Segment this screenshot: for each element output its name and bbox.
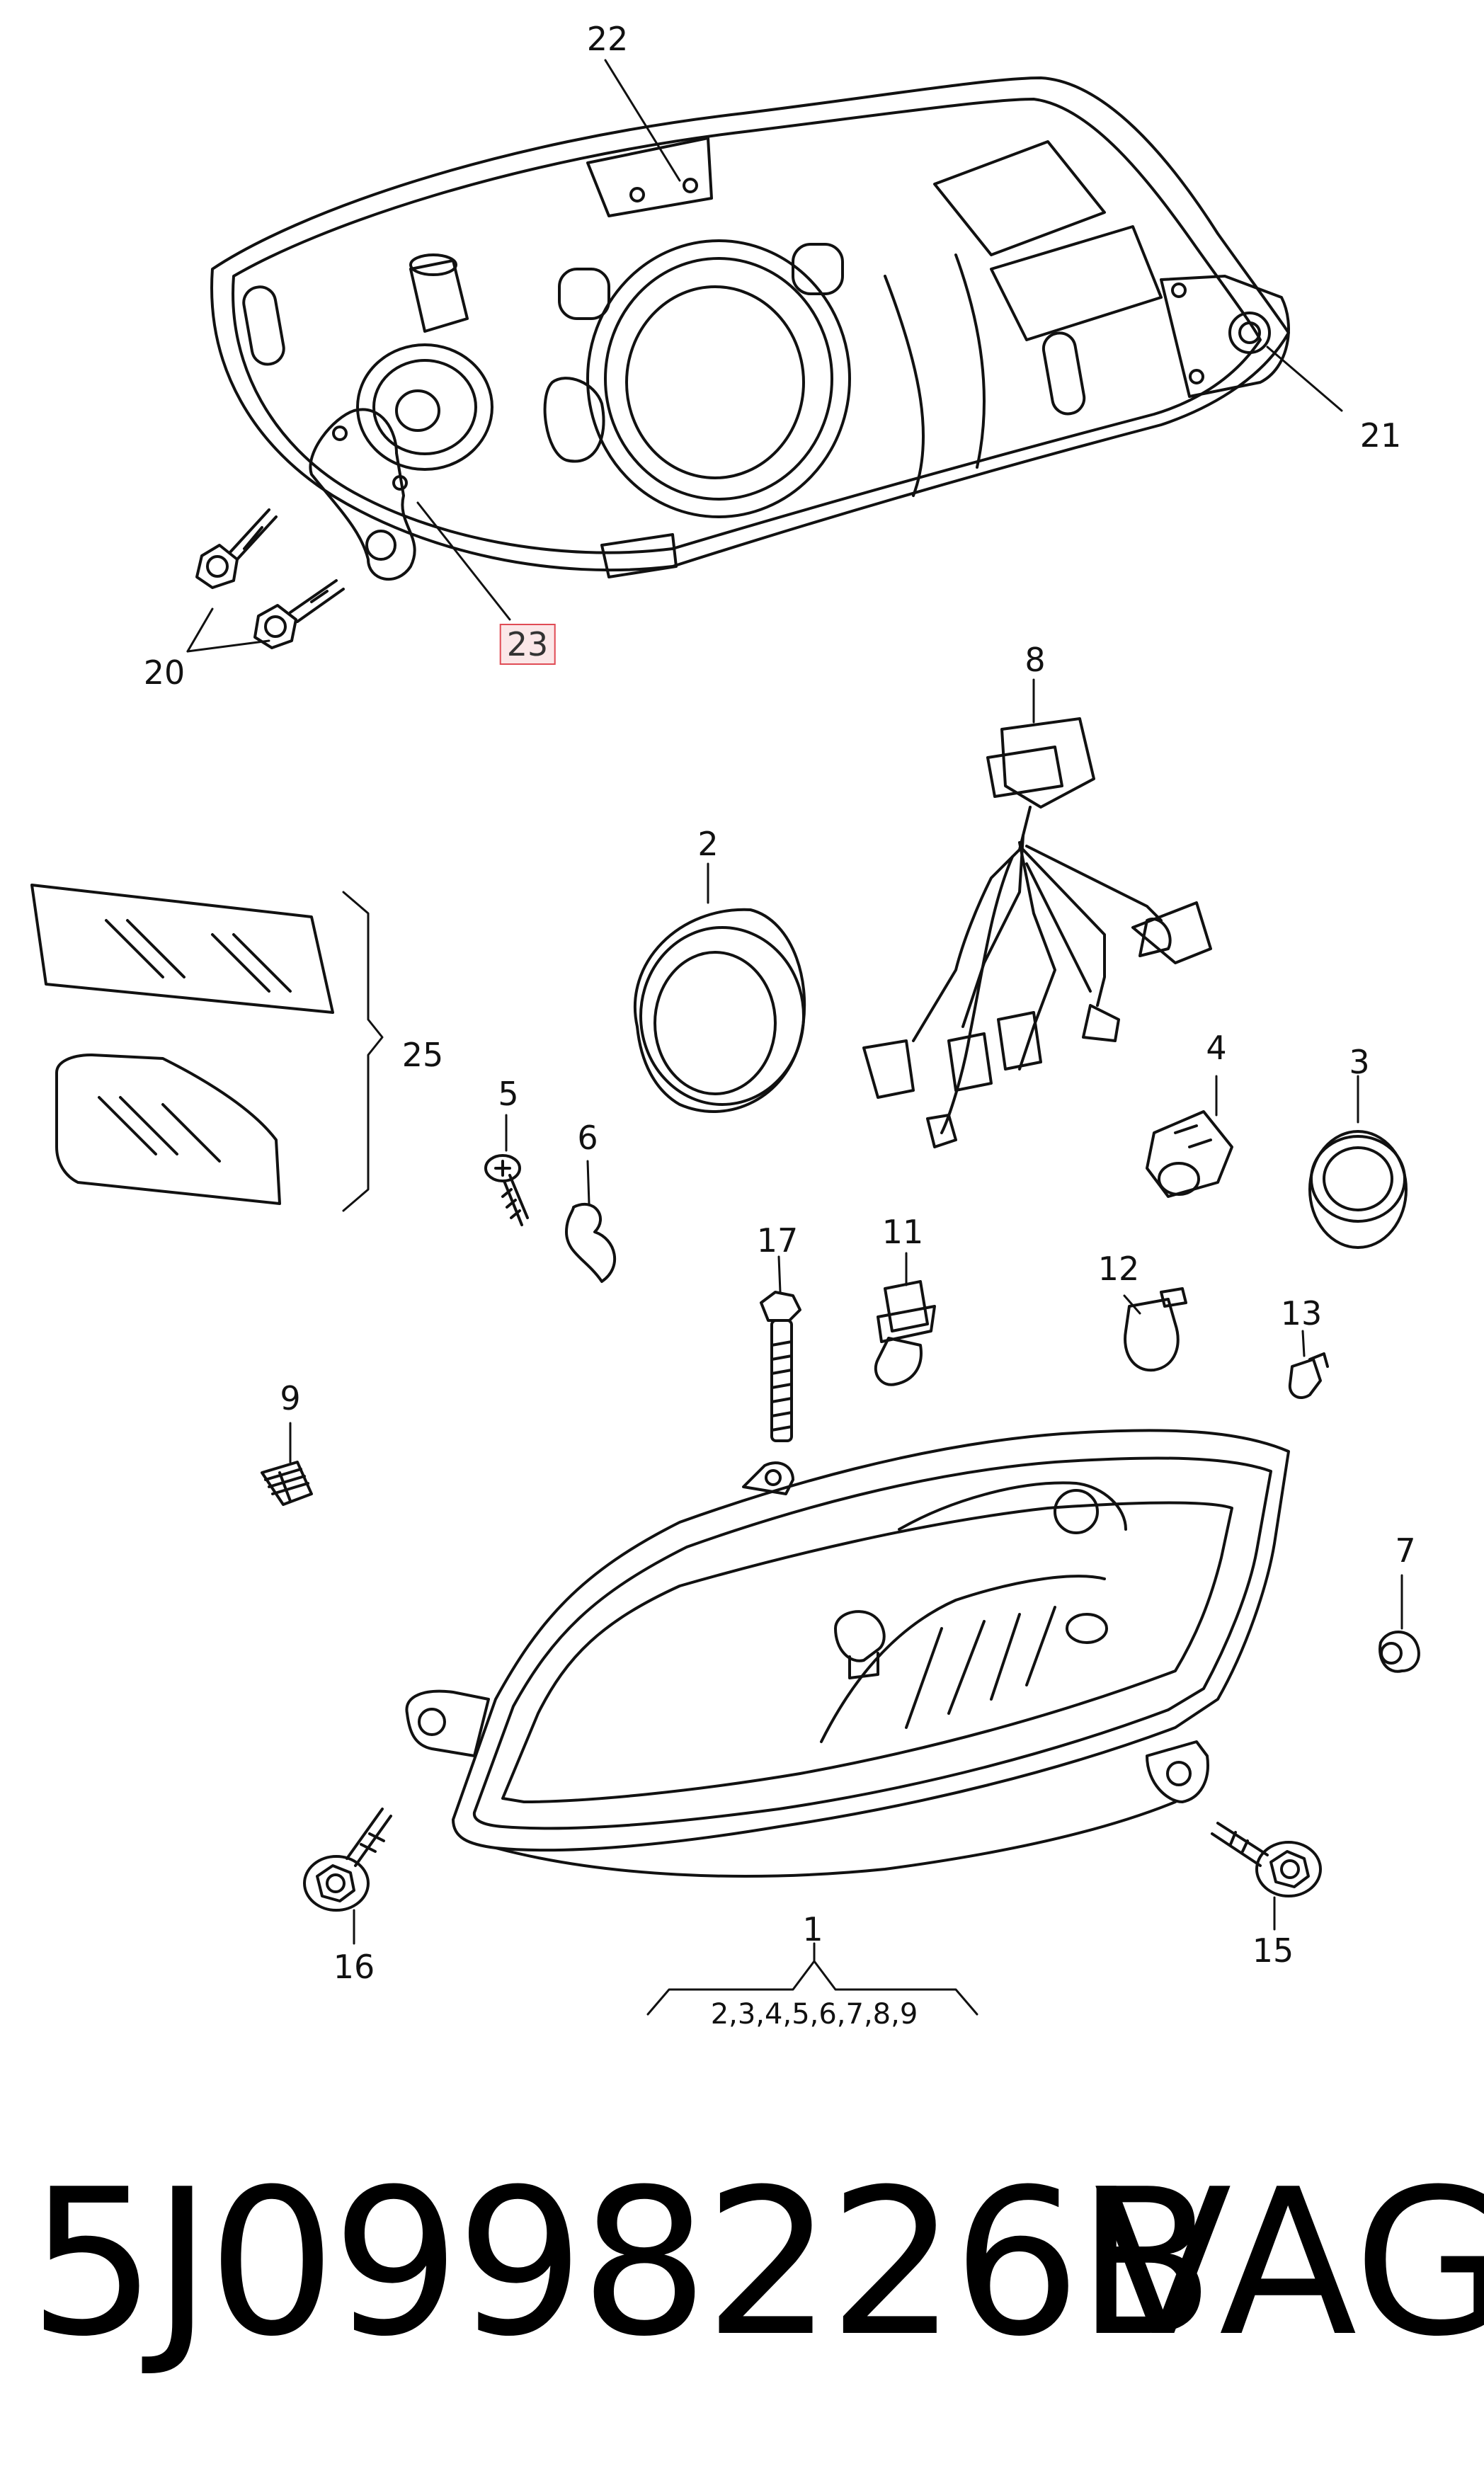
screws-20 bbox=[195, 508, 345, 649]
callout-25: 25 bbox=[401, 1036, 444, 1074]
callout-1: 1 bbox=[802, 1910, 823, 1948]
callout-3: 3 bbox=[1349, 1043, 1370, 1081]
cover-cap-3 bbox=[1308, 1075, 1408, 1249]
clip-6 bbox=[565, 1160, 616, 1283]
seal-ring-2 bbox=[633, 862, 806, 1113]
bulb-12 bbox=[1123, 1287, 1187, 1372]
callout-17: 17 bbox=[756, 1221, 799, 1260]
callout-11: 11 bbox=[881, 1213, 924, 1251]
callout-12: 12 bbox=[1097, 1250, 1140, 1288]
screw-5 bbox=[484, 1114, 529, 1226]
headlight-assembly-1 bbox=[405, 1429, 1290, 1878]
callout-22: 22 bbox=[586, 20, 629, 58]
bulb-socket-4 bbox=[1146, 1075, 1233, 1198]
screw-15 bbox=[1211, 1822, 1322, 1931]
headlight-rear-housing bbox=[210, 76, 1290, 581]
adjuster-9 bbox=[261, 1422, 313, 1506]
wire-harness-8 bbox=[862, 678, 1212, 1148]
callout-2: 2 bbox=[697, 825, 719, 863]
callout-23-highlighted[interactable]: 23 bbox=[499, 624, 556, 665]
bolt-17 bbox=[760, 1255, 801, 1442]
callout-7: 7 bbox=[1395, 1531, 1416, 1570]
callout-5: 5 bbox=[498, 1075, 519, 1113]
callout-13: 13 bbox=[1280, 1294, 1323, 1332]
part-number: 5J0998226B bbox=[28, 2146, 1215, 2381]
bulb-13 bbox=[1288, 1330, 1329, 1399]
callout-1-includes: 2,3,4,5,6,7,8,9 bbox=[710, 1998, 918, 2031]
callout-6: 6 bbox=[577, 1119, 598, 1157]
callout-15: 15 bbox=[1252, 1931, 1294, 1970]
group-bracket-1 bbox=[646, 1942, 978, 2016]
callout-4: 4 bbox=[1206, 1029, 1227, 1067]
callout-9: 9 bbox=[280, 1379, 301, 1417]
bulb-11 bbox=[874, 1252, 936, 1386]
screw-16 bbox=[303, 1808, 392, 1945]
brand-name: VAG bbox=[1094, 2146, 1484, 2381]
clip-7 bbox=[1379, 1574, 1420, 1673]
leader-lines-top bbox=[186, 59, 1343, 653]
callout-20: 20 bbox=[143, 653, 186, 692]
glass-lenses-25 bbox=[30, 884, 384, 1212]
callout-8: 8 bbox=[1024, 641, 1046, 679]
parts-diagram bbox=[30, 59, 1420, 2016]
callout-16: 16 bbox=[333, 1948, 375, 1986]
callout-21: 21 bbox=[1359, 416, 1402, 455]
